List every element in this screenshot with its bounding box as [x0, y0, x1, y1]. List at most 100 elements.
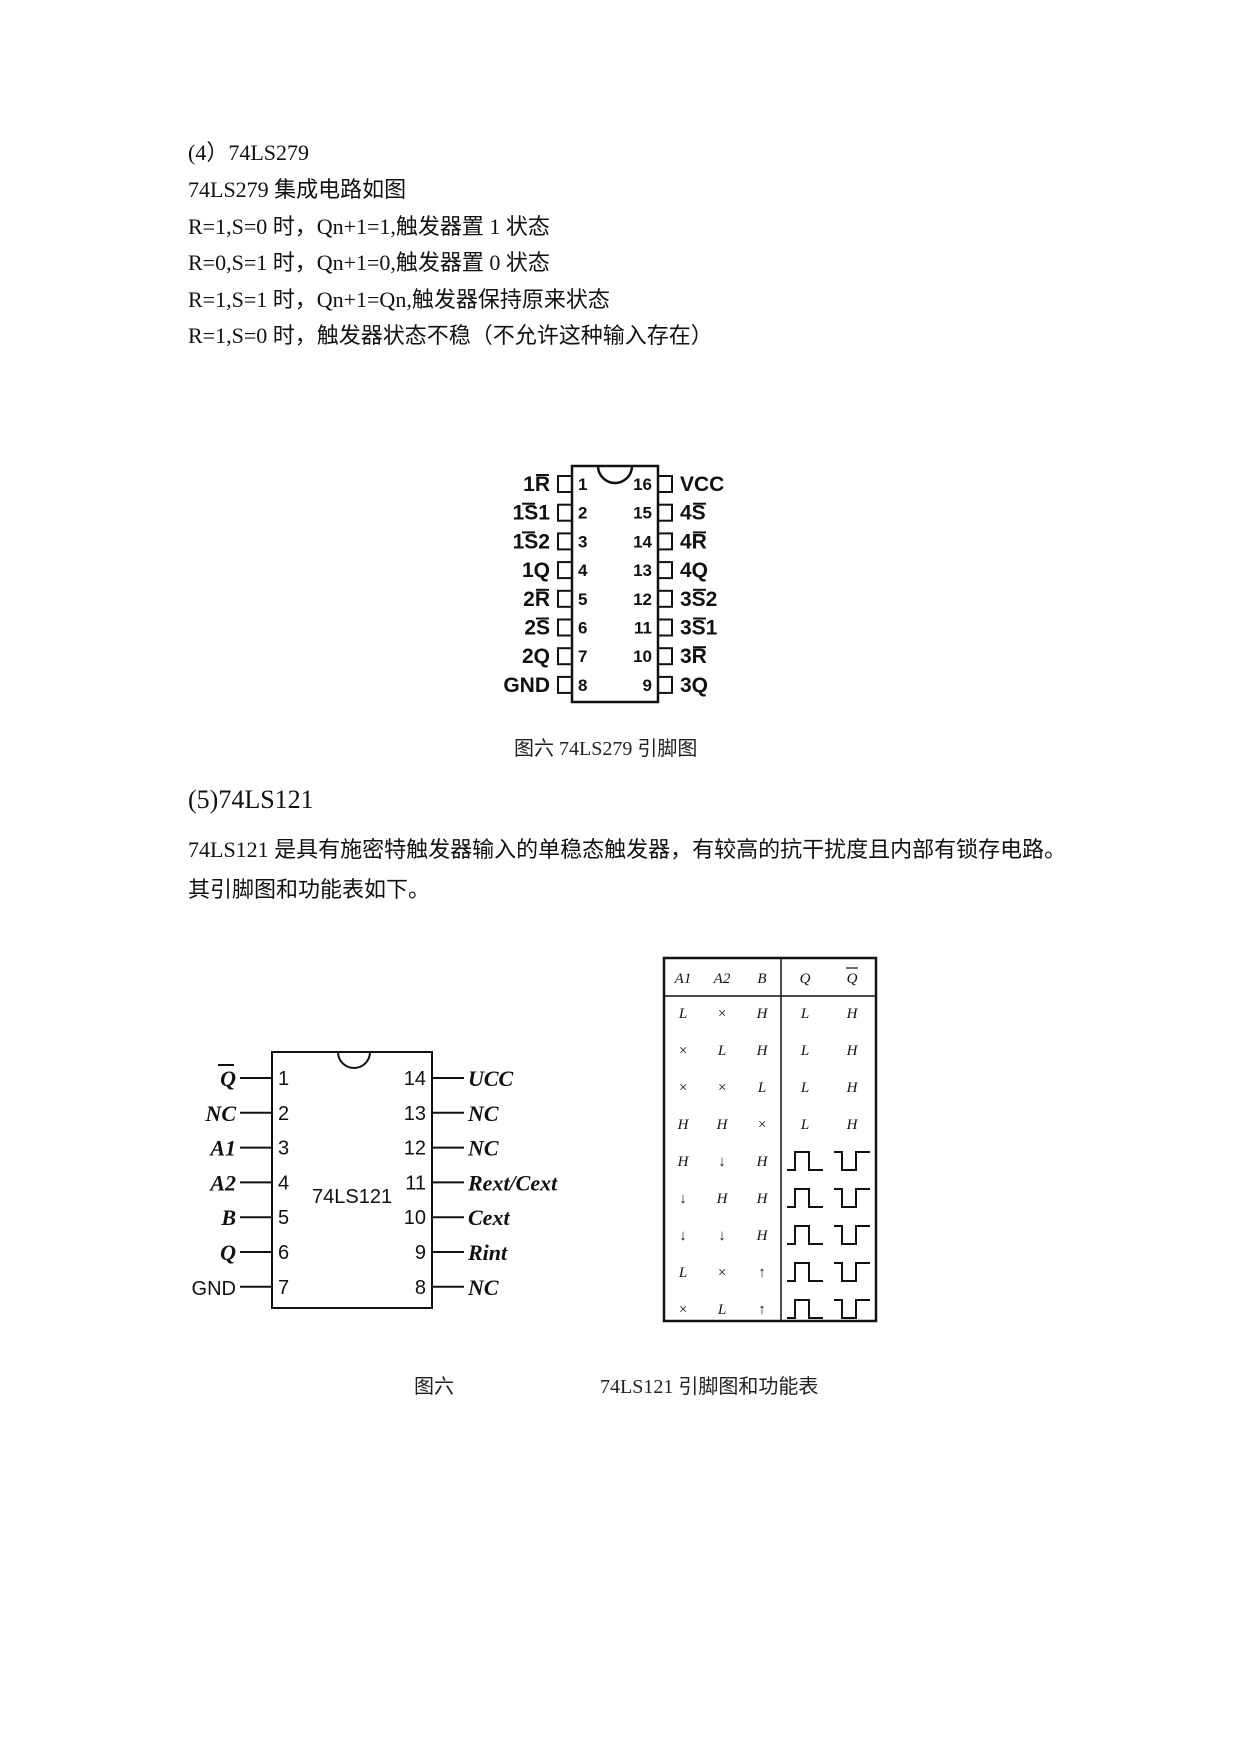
ls279-pin-box-9 — [657, 675, 673, 694]
function-table-pulse-4-4 — [834, 1151, 870, 1171]
function-table-cell-3-0: H — [677, 1117, 690, 1133]
function-table-header-2: B — [757, 971, 766, 987]
ls279-pin-number-2: 2 — [578, 504, 587, 523]
ls121-pin-number-14: 14 — [404, 1068, 426, 1090]
function-table-cell-3-2: × — [757, 1117, 767, 1133]
ls279-pin-number-16: 16 — [633, 475, 652, 494]
function-table-pulse-6-3 — [787, 1225, 823, 1245]
function-table-cell-2-2: L — [757, 1080, 766, 1096]
ls279-pin-box-16 — [657, 475, 673, 493]
function-table-pulse-8-4 — [834, 1299, 870, 1319]
section4-line-3: R=0,S=1 时，Qn+1=0,触发器置 0 状态 — [188, 250, 550, 275]
ls279-pin-box-2 — [557, 503, 573, 522]
ls279-pin-label-15: 4S — [680, 502, 706, 525]
ls279-pin-number-8: 8 — [578, 676, 587, 695]
function-table-cell-2-0: × — [678, 1080, 688, 1096]
function-table-cell-5-2: H — [756, 1191, 769, 1207]
ls279-pin-label-6: 2S — [524, 617, 550, 640]
function-table-cell-7-1: × — [717, 1265, 727, 1281]
ls279-pin-number-3: 3 — [578, 532, 587, 551]
function-table-cell-6-2: H — [756, 1228, 769, 1244]
ls279-pin-box-14 — [657, 532, 673, 551]
ls279-pin-number-7: 7 — [578, 647, 587, 666]
ls279-chip-body — [570, 464, 660, 704]
function-table-pulse-7-4 — [834, 1262, 870, 1282]
function-table-cell-1-2: H — [756, 1043, 769, 1059]
ls121-pin-number-3: 3 — [278, 1138, 289, 1160]
ls121-pin-number-13: 13 — [404, 1103, 426, 1125]
ls279-pin-box-10 — [657, 647, 673, 666]
ls121-pin-number-10: 10 — [404, 1207, 426, 1229]
function-table-pulse-7-3 — [787, 1262, 823, 1282]
ls121-pin-label-14: UCC — [468, 1066, 514, 1091]
ls121-pin-label-3: A1 — [208, 1136, 236, 1161]
section5-heading: (5)74LS121 — [188, 785, 314, 814]
ls279-pin-number-5: 5 — [578, 590, 587, 609]
ls279-pin-box-7 — [557, 647, 573, 666]
ls121-pin-label-1: Q — [220, 1066, 236, 1091]
function-table-cell-8-0: × — [678, 1302, 688, 1318]
function-table-cell-3-3: L — [800, 1117, 809, 1133]
ls279-pin-number-6: 6 — [578, 619, 587, 638]
ls279-pin-number-1: 1 — [578, 475, 587, 494]
ls279-pin-box-13 — [657, 561, 673, 580]
function-table-cell-5-0: ↓ — [679, 1191, 687, 1207]
ls121-pin-label-5: B — [220, 1205, 236, 1230]
ls121-pin-number-2: 2 — [278, 1103, 289, 1125]
ls279-pin-number-13: 13 — [633, 561, 652, 580]
function-table-cell-0-4: H — [846, 1006, 859, 1022]
ls279-pin-label-14: 4R — [680, 530, 707, 553]
function-table-cell-0-3: L — [800, 1006, 809, 1022]
ls279-pin-number-9: 9 — [643, 676, 652, 695]
function-table-cell-8-2: ↑ — [758, 1302, 766, 1318]
ls121-pin-number-12: 12 — [404, 1138, 426, 1160]
function-table-pulse-5-4 — [834, 1188, 870, 1208]
ls279-pin-label-7: 2Q — [522, 645, 550, 668]
section4-heading: (4）74LS279 — [188, 140, 310, 165]
ls279-pin-box-1 — [557, 475, 573, 493]
function-table-header-0: A1 — [674, 971, 692, 987]
ls279-pin-label-4: 1Q — [522, 559, 550, 582]
ls121-notch — [337, 1051, 371, 1069]
function-table-cell-6-1: ↓ — [718, 1228, 726, 1244]
function-table-cell-4-2: H — [756, 1154, 769, 1170]
function-table-header-1: A2 — [713, 971, 731, 987]
ls121-pin-number-1: 1 — [278, 1068, 289, 1090]
function-table-cell-0-2: H — [756, 1006, 769, 1022]
ls279-caption: 图六 74LS279 引脚图 — [514, 738, 698, 760]
ls121-pin-label-4: A2 — [208, 1170, 236, 1195]
ls121-pin-number-5: 5 — [278, 1207, 289, 1229]
ls121-pin-number-8: 8 — [415, 1277, 426, 1299]
ls279-pin-label-16: VCC — [680, 473, 724, 496]
function-table-cell-7-2: ↑ — [758, 1265, 766, 1281]
ls121-pin-number-6: 6 — [278, 1242, 289, 1264]
section4-line-5: R=1,S=0 时，触发器状态不稳（不允许这种输入存在） — [188, 323, 713, 348]
function-table-cell-1-0: × — [678, 1043, 688, 1059]
function-table-pulse-5-3 — [787, 1188, 823, 1208]
function-table-pulse-6-4 — [834, 1225, 870, 1245]
function-table-pulse-4-3 — [787, 1151, 823, 1171]
function-table-cell-7-0: L — [678, 1265, 687, 1281]
function-table-cell-3-1: H — [716, 1117, 729, 1133]
ls121-pin-number-4: 4 — [278, 1172, 289, 1194]
ls279-pin-label-8: GND — [503, 674, 550, 697]
function-table-cell-1-1: L — [717, 1043, 726, 1059]
function-table-cell-5-1: H — [716, 1191, 729, 1207]
ls121-pin-label-9: Rint — [467, 1240, 508, 1265]
ls279-pin-number-12: 12 — [633, 590, 652, 609]
ls279-pin-label-2: 1S1 — [513, 502, 551, 525]
ls279-pin-box-3 — [557, 532, 573, 551]
section4-line-2: R=1,S=0 时，Qn+1=1,触发器置 1 状态 — [188, 214, 550, 239]
ls279-pin-box-4 — [557, 561, 573, 580]
ls279-pin-label-1: 1R — [523, 473, 550, 496]
function-table-border — [662, 956, 878, 1323]
ls121-pin-label-6: Q — [220, 1240, 236, 1265]
ls121-pin-number-11: 11 — [405, 1172, 426, 1194]
ls279-pin-label-3: 1S2 — [513, 530, 550, 553]
function-table-cell-0-1: × — [717, 1006, 727, 1022]
ls121-chip-body — [271, 1051, 433, 1309]
ls279-pin-label-10: 3R — [680, 645, 707, 668]
